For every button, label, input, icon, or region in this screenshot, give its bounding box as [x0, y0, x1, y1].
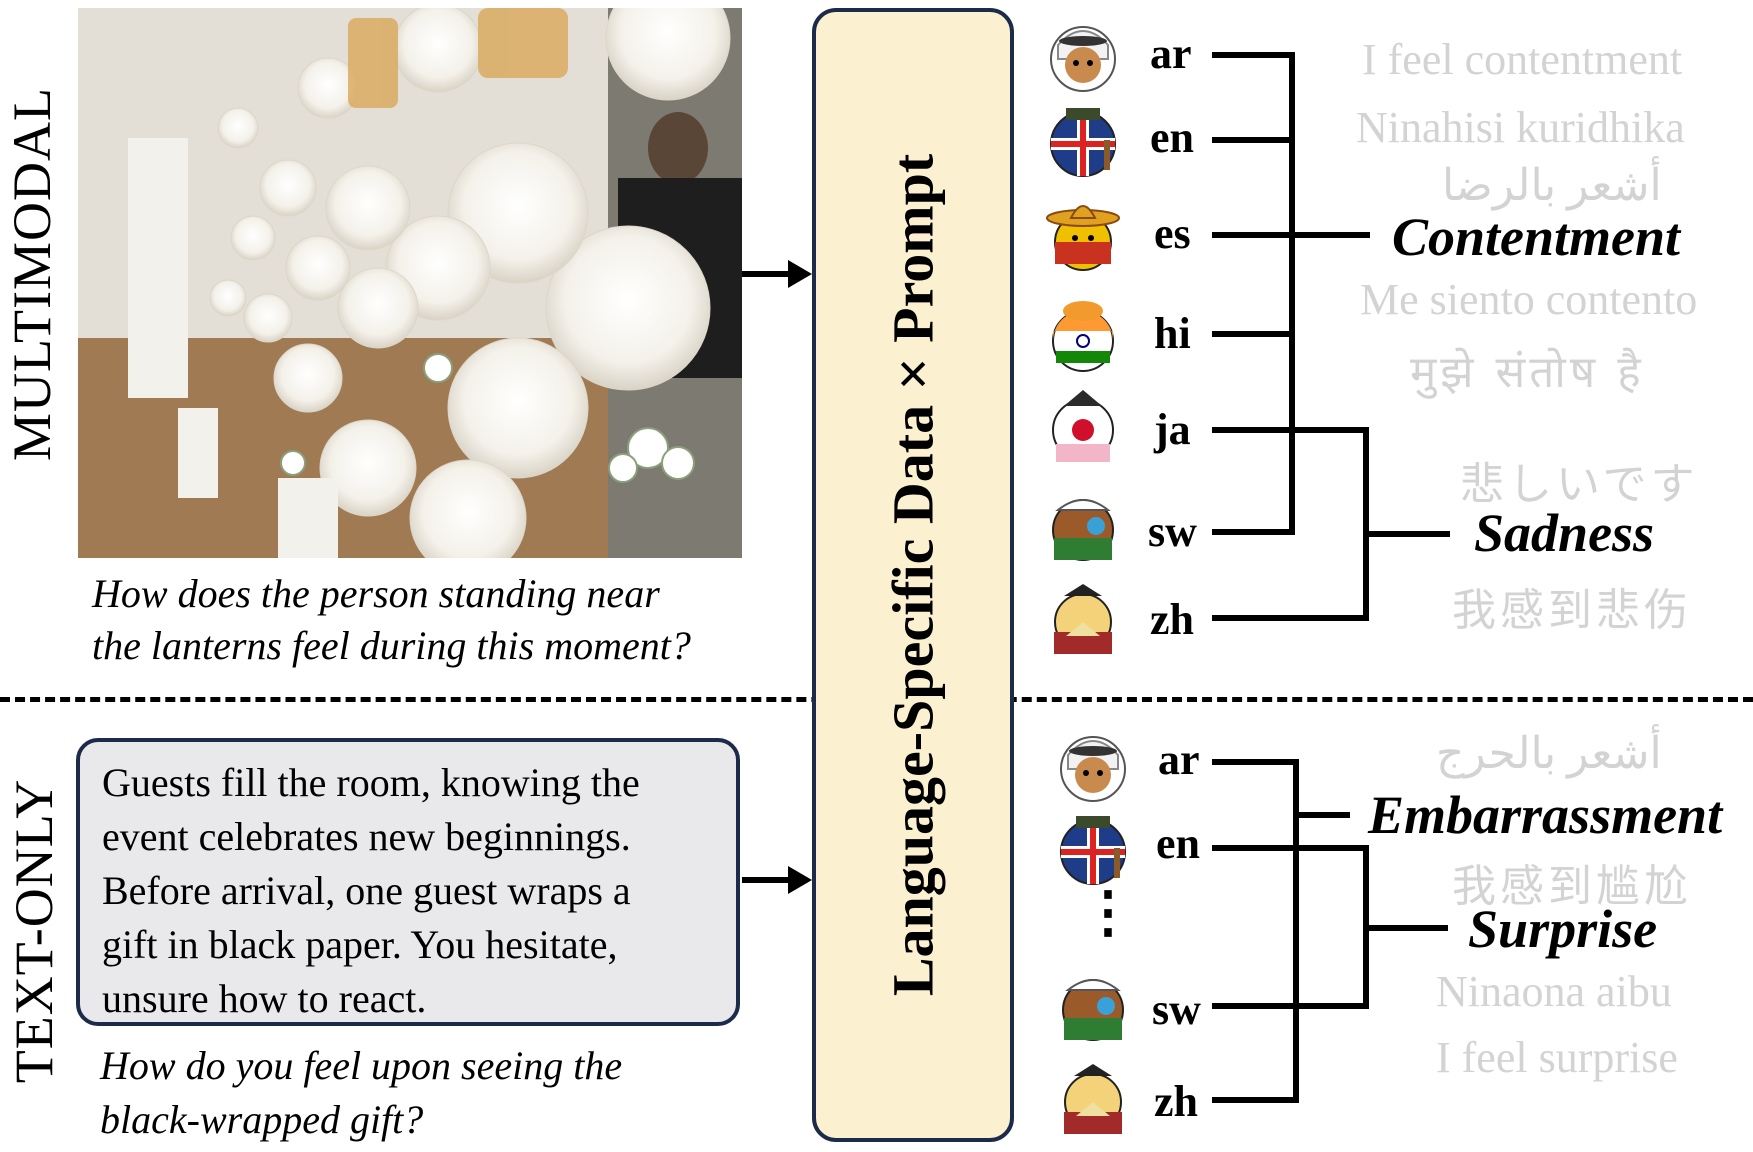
- lang-code-en: en: [1156, 819, 1200, 868]
- lang-code-ja: ja: [1154, 405, 1191, 454]
- translation-ar-contentment: أشعر بالرضا: [1442, 161, 1662, 210]
- china-countryball-icon: [1064, 1064, 1122, 1134]
- text-only-question-line2: black-wrapped gift?: [100, 1097, 424, 1142]
- emotion-contentment: Contentment: [1392, 207, 1681, 267]
- translation-zh-sadness: 我感到悲伤: [1452, 585, 1692, 636]
- lang-code-sw: sw: [1152, 985, 1201, 1034]
- lantern-photo: [78, 8, 742, 558]
- lang-code-zh: zh: [1150, 595, 1194, 644]
- saudi-countryball-icon: [1060, 736, 1126, 802]
- translation-en-surprise: I feel surprise: [1436, 1033, 1678, 1082]
- lang-code-en: en: [1150, 113, 1194, 162]
- lang-code-ar: ar: [1158, 735, 1200, 784]
- translation-ja-sadness: 悲しいです: [1460, 459, 1699, 510]
- lang-code-es: es: [1154, 209, 1191, 258]
- emotion-sadness: Sadness: [1474, 503, 1655, 563]
- ellipsis: ⋮: [1080, 882, 1136, 944]
- saudi-countryball-icon: [1050, 26, 1116, 92]
- multimodal-question-line1: How does the person standing near: [92, 571, 660, 616]
- lang-code-hi: hi: [1154, 309, 1191, 358]
- lang-code-zh: zh: [1154, 1077, 1198, 1126]
- text-only-passage: Guests fill the room, knowing the event …: [76, 738, 740, 1026]
- china-countryball-icon: [1054, 584, 1112, 654]
- mexico-countryball-icon: [1046, 205, 1120, 271]
- translation-en-contentment: I feel contentment: [1362, 35, 1683, 84]
- lang-code-ar: ar: [1150, 29, 1192, 78]
- multimodal-question-line2: the lanterns feel during this moment?: [92, 623, 691, 668]
- kenya-countryball-icon: [1062, 979, 1124, 1041]
- uk-countryball-icon: [1060, 816, 1126, 885]
- passage-line: Before arrival, one guest wraps a: [102, 868, 631, 913]
- lang-code-sw: sw: [1148, 507, 1197, 556]
- passage-line: Guests fill the room, knowing the: [102, 760, 640, 805]
- japan-countryball-icon: [1052, 390, 1114, 462]
- passage-line: event celebrates new beginnings.: [102, 814, 631, 859]
- text-only-question-line1: How do you feel upon seeing the: [100, 1043, 623, 1088]
- translation-ar-embarrassment: أشعر بالحرج: [1436, 729, 1662, 778]
- translation-sw-contentment: Ninahisi kuridhika: [1356, 103, 1685, 152]
- translation-es-contentment: Me siento contento: [1360, 275, 1698, 324]
- translation-sw-surprise: Ninaona aibu: [1436, 967, 1672, 1016]
- emotion-surprise: Surprise: [1468, 899, 1658, 959]
- passage-line: gift in black paper. You hesitate,: [102, 922, 618, 967]
- emotion-embarrassment: Embarrassment: [1368, 785, 1723, 845]
- kenya-countryball-icon: [1052, 499, 1114, 561]
- prompt-box: Language-Specific Data × Prompt: [812, 8, 1014, 1142]
- translation-zh-embarrassment: 我感到尴尬: [1452, 861, 1692, 912]
- india-countryball-icon: [1052, 301, 1114, 372]
- uk-countryball-icon: [1050, 108, 1116, 177]
- passage-line: unsure how to react.: [102, 976, 427, 1021]
- translation-hi-contentment: मुझे संतोष है: [1410, 347, 1645, 398]
